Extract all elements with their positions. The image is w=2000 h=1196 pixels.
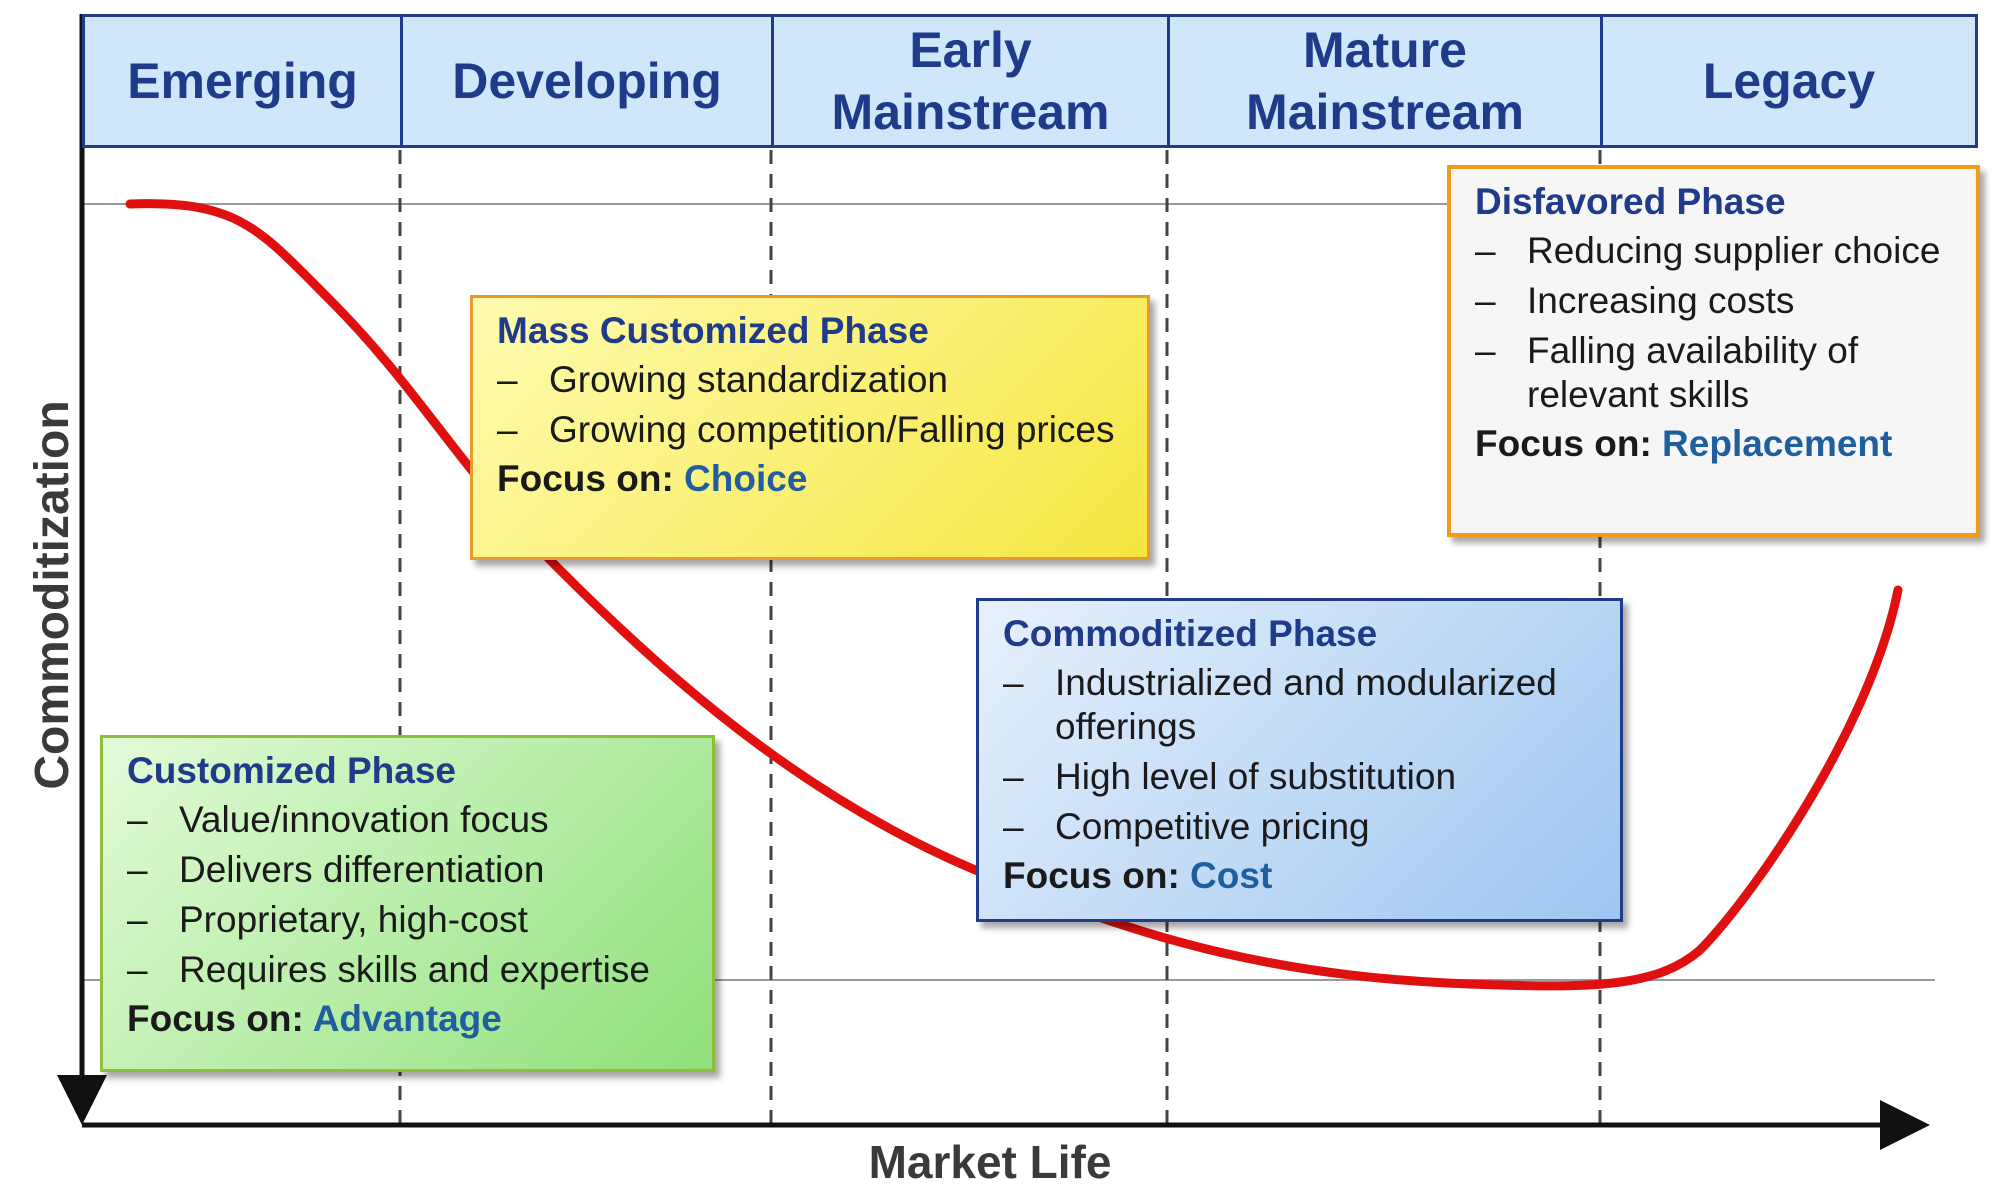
box-focus: Focus on: Replacement — [1475, 423, 1893, 464]
box-list: –Industrialized and modularized offering… — [1003, 661, 1596, 849]
box-list: –Growing standardization –Growing compet… — [497, 358, 1123, 452]
list-item: –High level of substitution — [1003, 756, 1457, 797]
disfavored-phase-box: Disfavored Phase –Reducing supplier choi… — [1447, 165, 1980, 537]
box-focus: Focus on: Choice — [497, 458, 808, 499]
y-axis-label: Commoditization — [26, 400, 79, 790]
list-item: –Value/innovation focus — [127, 799, 549, 840]
phase-mature-mainstream: Mature Mainstream — [1170, 17, 1603, 145]
list-item: –Growing standardization — [497, 359, 948, 400]
focus-value: Advantage — [312, 998, 502, 1039]
phase-emerging: Emerging — [85, 17, 403, 145]
list-item: –Requires skills and expertise — [127, 949, 650, 990]
box-list: –Value/innovation focus –Delivers differ… — [127, 798, 688, 992]
commoditized-phase-box: Commoditized Phase –Industrialized and m… — [976, 598, 1623, 922]
box-focus: Focus on: Advantage — [127, 998, 502, 1039]
list-item: –Reducing supplier choice — [1475, 230, 1941, 271]
box-list: –Reducing supplier choice –Increasing co… — [1475, 229, 1952, 417]
customized-phase-box: Customized Phase –Value/innovation focus… — [100, 735, 715, 1072]
focus-value: Choice — [684, 458, 808, 499]
box-title: Disfavored Phase — [1475, 181, 1786, 222]
list-item: –Competitive pricing — [1003, 806, 1370, 847]
phase-header-row: Emerging Developing Early Mainstream Mat… — [82, 14, 1978, 148]
phase-early-mainstream: Early Mainstream — [774, 17, 1170, 145]
x-axis-label: Market Life — [868, 1136, 1112, 1188]
focus-value: Replacement — [1662, 423, 1893, 464]
box-title: Commoditized Phase — [1003, 613, 1378, 654]
mass-customized-phase-box: Mass Customized Phase –Growing standardi… — [470, 295, 1150, 560]
list-item: –Growing competition/Falling prices — [497, 409, 1115, 450]
focus-value: Cost — [1190, 855, 1273, 896]
list-item: –Proprietary, high-cost — [127, 899, 528, 940]
box-title: Mass Customized Phase — [497, 310, 929, 351]
phase-legacy: Legacy — [1702, 53, 1876, 109]
phase-developing: Developing — [403, 17, 774, 145]
list-item: –Increasing costs — [1475, 280, 1795, 321]
list-item: –Delivers differentiation — [127, 849, 545, 890]
box-focus: Focus on: Cost — [1003, 855, 1273, 896]
box-title: Customized Phase — [127, 750, 456, 791]
list-item: –Falling availability of relevant skills — [1475, 330, 1859, 415]
list-item: –Industrialized and modularized offering… — [1003, 662, 1557, 747]
